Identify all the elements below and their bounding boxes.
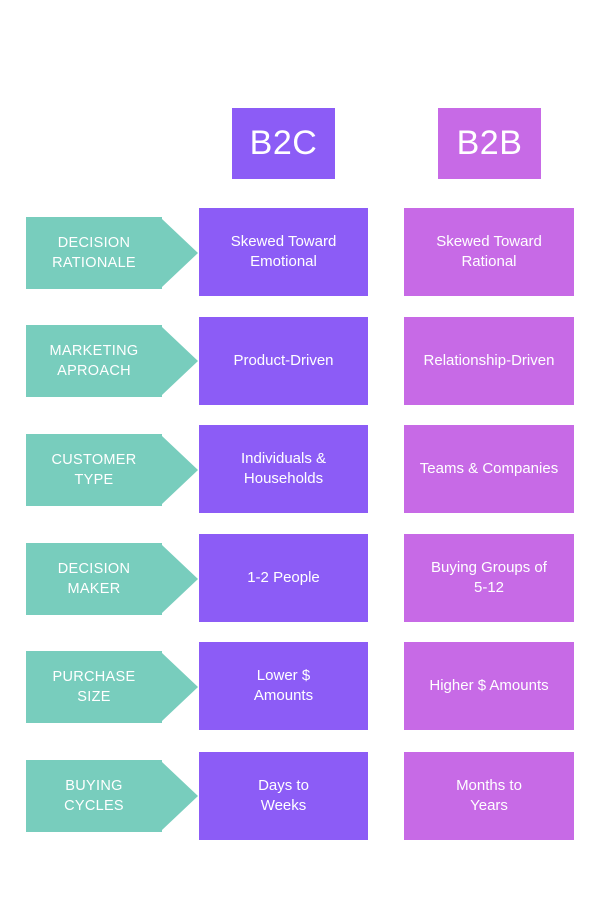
- b2c-cell-text: Individuals & Households: [240, 450, 327, 487]
- row-label: MARKETING APROACH: [26, 325, 198, 397]
- b2b-header: B2B: [438, 108, 541, 179]
- arrow-shape: [26, 434, 198, 506]
- b2b-cell: Teams & Companies: [404, 425, 574, 513]
- row-label-text: DECISION MAKER: [57, 561, 131, 597]
- arrow-shape: [26, 760, 198, 832]
- b2b-cell: Skewed Toward Rational: [404, 208, 574, 296]
- arrow-shape: [26, 325, 198, 397]
- b2b-cell-text: Months to Years: [456, 777, 522, 814]
- b2c-cell: Days to Weeks: [199, 752, 368, 840]
- b2c-cell: Individuals & Households: [199, 425, 368, 513]
- b2c-cell-text: 1-2 People: [247, 569, 320, 586]
- row-label-text: BUYING CYCLES: [64, 778, 124, 814]
- b2c-cell-text: Product-Driven: [233, 352, 334, 369]
- b2b-cell: Buying Groups of 5-12: [404, 534, 574, 622]
- arrow-shape: [26, 543, 198, 615]
- b2b-cell-text: Higher $ Amounts: [429, 677, 549, 694]
- arrow-shape: [26, 651, 198, 723]
- b2b-cell: Months to Years: [404, 752, 574, 840]
- row-label-text: PURCHASE SIZE: [52, 669, 136, 705]
- b2c-header: B2C: [232, 108, 335, 179]
- b2c-cell: Product-Driven: [199, 317, 368, 405]
- arrow-shape: [26, 217, 198, 289]
- b2b-cell-text: Teams & Companies: [419, 460, 559, 477]
- row-label-text: MARKETING APROACH: [49, 343, 139, 379]
- row-label-text: CUSTOMER TYPE: [51, 452, 137, 488]
- b2c-cell-text: Skewed Toward Emotional: [230, 233, 337, 270]
- row-label: BUYING CYCLES: [26, 760, 198, 832]
- row-label: DECISION RATIONALE: [26, 217, 198, 289]
- b2b-cell-text: Relationship-Driven: [423, 352, 555, 369]
- b2b-cell-text: Skewed Toward Rational: [436, 233, 542, 270]
- b2c-cell-text: Lower $ Amounts: [253, 667, 314, 704]
- row-label: DECISION MAKER: [26, 543, 198, 615]
- row-label-text: DECISION RATIONALE: [52, 235, 136, 271]
- b2c-cell: Skewed Toward Emotional: [199, 208, 368, 296]
- row-label: CUSTOMER TYPE: [26, 434, 198, 506]
- b2c-cell-text: Days to Weeks: [258, 777, 309, 814]
- b2b-cell: Relationship-Driven: [404, 317, 574, 405]
- b2c-cell: Lower $ Amounts: [199, 642, 368, 730]
- b2b-cell-text: Buying Groups of 5-12: [431, 559, 547, 596]
- row-label: PURCHASE SIZE: [26, 651, 198, 723]
- b2c-cell: 1-2 People: [199, 534, 368, 622]
- b2b-cell: Higher $ Amounts: [404, 642, 574, 730]
